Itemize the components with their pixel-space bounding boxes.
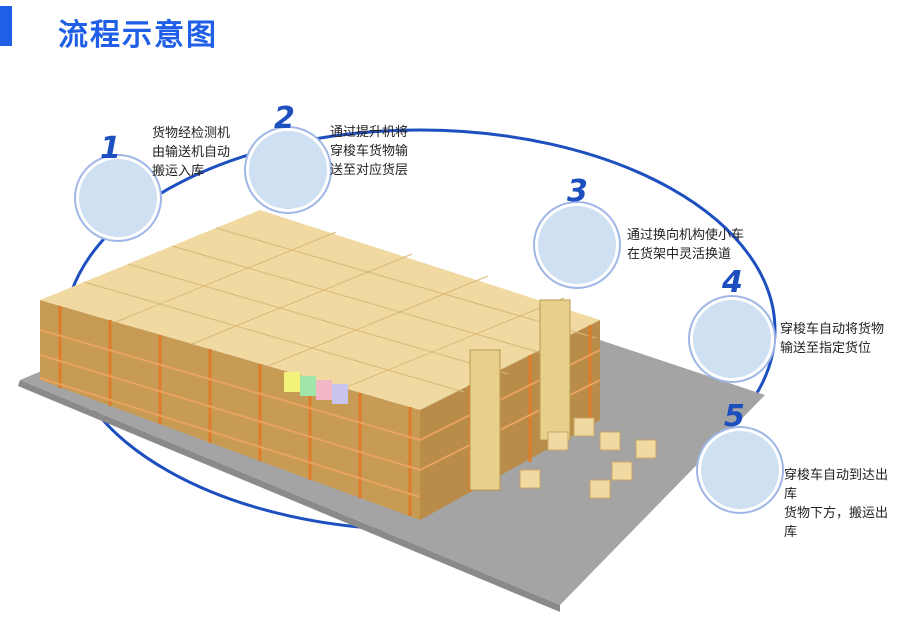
lift-1 [469,349,501,491]
outbound-pallets [519,417,657,499]
step-5-number: 5 [724,399,745,434]
rack-beams [39,329,601,498]
lift-2 [539,299,571,441]
step-5-text: 穿梭车自动到达出库 货物下方，搬运出库 [784,468,889,540]
step-1-thumbnail [76,156,160,240]
step-3-thumbnail [535,203,619,287]
page-title: 流程示意图 [58,18,218,53]
step-4-thumbnail [690,297,774,381]
step-3-text: 通过换向机构使小车 在货架中灵活换道 [627,228,745,262]
step-2-number: 2 [274,101,295,136]
step-4-number: 4 [722,265,743,300]
title-accent-bar [0,6,12,46]
step-3-number: 3 [567,174,588,209]
step-4-text: 穿梭车自动将货物 输送至指定货位 [780,322,885,356]
box-grid [83,227,597,393]
step-5-thumbnail [698,428,782,512]
step-2-thumbnail [246,128,330,212]
step-2-text: 通过提升机将 穿梭车货物输 送至对应货层 [330,125,409,178]
colored-box-green [300,376,316,396]
colored-box-pink [316,380,332,400]
step-1-text: 货物经检测机 由输送机自动 搬运入库 [152,126,231,179]
colored-box-purple [332,384,348,404]
colored-box-yellow [284,372,300,392]
step-1-number: 1 [100,131,121,166]
rack-front-face [40,300,420,520]
